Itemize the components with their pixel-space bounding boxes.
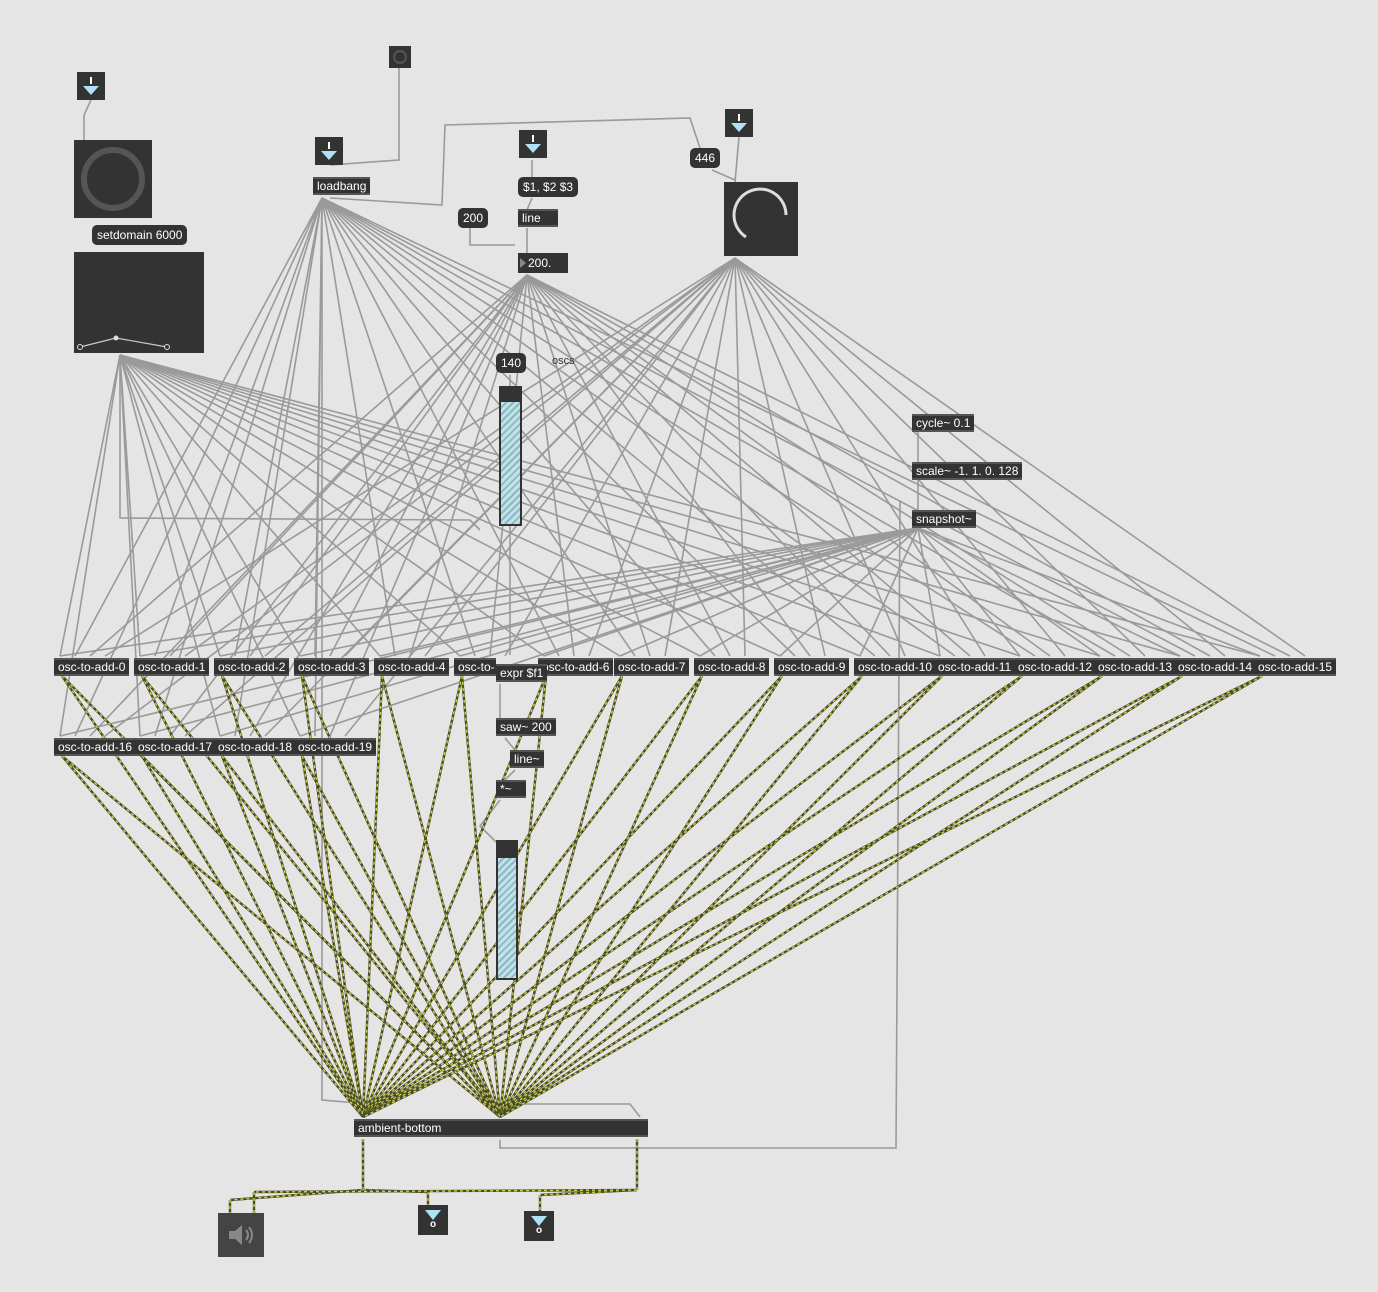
osc-to-add-4[interactable]: osc-to-add-4 [374,658,450,676]
osc-to-add-13[interactable]: osc-to-add-13 [1094,658,1177,676]
osc-to-add-2[interactable]: osc-to-add-2 [214,658,290,676]
toggle[interactable] [389,46,411,68]
outlet-o-icon: o [535,1225,543,1236]
scale-object[interactable]: scale~ -1. 1. 0. 128 [912,462,1023,480]
float-number-box[interactable]: 200. [518,253,568,273]
outlet-o-icon: o [429,1219,437,1230]
bang-bar-icon [738,114,740,121]
osc-to-add-19[interactable]: osc-to-add-19 [294,738,377,756]
multiply-signal-object[interactable]: *~ [496,780,526,798]
osc-to-add-1[interactable]: osc-to-add-1 [134,658,210,676]
message-200[interactable]: 200 [458,208,489,228]
osc-to-add-12[interactable]: osc-to-add-12 [1014,658,1097,676]
message-140[interactable]: 140 [496,353,527,373]
outlet-1[interactable]: o [418,1205,448,1235]
line-object[interactable]: line [518,209,558,227]
bang-button-4[interactable] [725,109,753,137]
osc-to-add-10[interactable]: osc-to-add-10 [854,658,937,676]
osc-to-add-8[interactable]: osc-to-add-8 [694,658,770,676]
bang-bar-icon [328,142,330,149]
osc-to-add-0[interactable]: osc-to-add-0 [54,658,130,676]
line-signal-object[interactable]: line~ [510,750,544,768]
envelope-function[interactable] [74,252,204,353]
bang-bar-icon [90,77,92,84]
upper-slider-fill [501,401,520,524]
bang-bar-icon [532,135,534,142]
bang-arrow-icon [321,151,337,160]
speaker-icon [229,1225,253,1245]
osc-to-add-9[interactable]: osc-to-add-9 [774,658,850,676]
dial[interactable] [724,182,798,256]
bang-arrow-icon [525,144,541,153]
saw-object[interactable]: saw~ 200 [496,718,556,736]
upper-slider[interactable] [499,386,522,526]
bang-button-1[interactable] [77,72,105,100]
snapshot-object[interactable]: snapshot~ [912,510,976,528]
ambient-bottom-object[interactable]: ambient-bottom [354,1119,648,1137]
loadbang-object[interactable]: loadbang [313,177,371,195]
lower-slider-fill [498,858,516,978]
message-446[interactable]: 446 [690,148,721,168]
osc-to-add-3[interactable]: osc-to-add-3 [294,658,370,676]
line-args-message[interactable]: $1, $2 $3 [518,177,579,197]
osc-to-add-5[interactable]: osc-to- [454,658,496,676]
osc-to-add-14[interactable]: osc-to-add-14 [1174,658,1257,676]
lower-slider[interactable] [496,840,518,980]
osc-to-add-18[interactable]: osc-to-add-18 [214,738,297,756]
osc-to-add-15[interactable]: osc-to-add-15 [1254,658,1337,676]
dial-arc-icon [732,187,788,239]
outlet-2[interactable]: o [524,1211,554,1241]
osc-to-add-7[interactable]: osc-to-add-7 [614,658,690,676]
level-meter [74,140,152,218]
bang-arrow-icon [83,86,99,95]
osc-to-add-11[interactable]: osc-to-add-11 [934,658,1016,676]
osc-to-add-6[interactable]: osc-to-add-6 [538,658,614,676]
setdomain-message[interactable]: setdomain 6000 [92,225,188,245]
osc-to-add-17[interactable]: osc-to-add-17 [134,738,217,756]
cycle-object[interactable]: cycle~ 0.1 [912,414,975,432]
oscs-comment: oscs [552,355,575,367]
bang-arrow-icon [731,123,747,132]
osc-to-add-16[interactable]: osc-to-add-16 [54,738,137,756]
dac-speaker[interactable] [218,1213,264,1257]
outlet-arrow-icon [531,1216,547,1226]
bang-button-2[interactable] [315,137,343,165]
outlet-arrow-icon [425,1210,441,1220]
bang-button-3[interactable] [519,130,547,158]
expr-object[interactable]: expr $f1 [496,664,548,682]
envelope-curve [77,335,170,350]
ring-icon [81,147,145,211]
